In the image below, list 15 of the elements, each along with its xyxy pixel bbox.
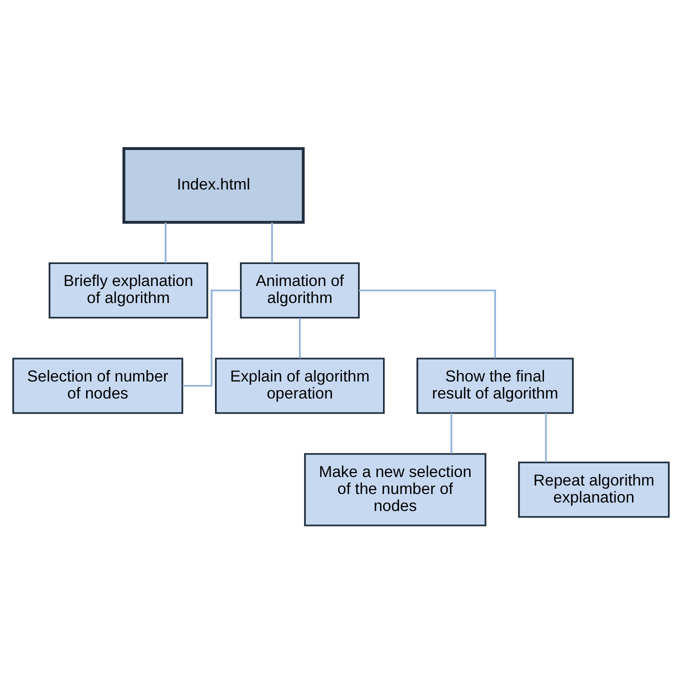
- node-box: Index.html: [122, 147, 305, 224]
- connector: [271, 222, 273, 263]
- connector: [182, 290, 240, 387]
- node-box: Selection of number of nodes: [12, 358, 184, 414]
- node-box: Animation of algorithm: [240, 262, 360, 319]
- node-box: Make a new selection of the number of nodes: [304, 453, 486, 526]
- node-box: Repeat algorithm explanation: [518, 462, 670, 518]
- connector: [164, 222, 166, 263]
- node-box: Briefly explanation of algorithm: [48, 262, 208, 319]
- node-box: Explain of algorithm operation: [214, 358, 385, 414]
- connector: [299, 318, 301, 358]
- connector: [358, 290, 496, 358]
- connector: [545, 413, 547, 462]
- node-box: Show the final result of algorithm: [416, 358, 574, 414]
- connector: [450, 413, 452, 454]
